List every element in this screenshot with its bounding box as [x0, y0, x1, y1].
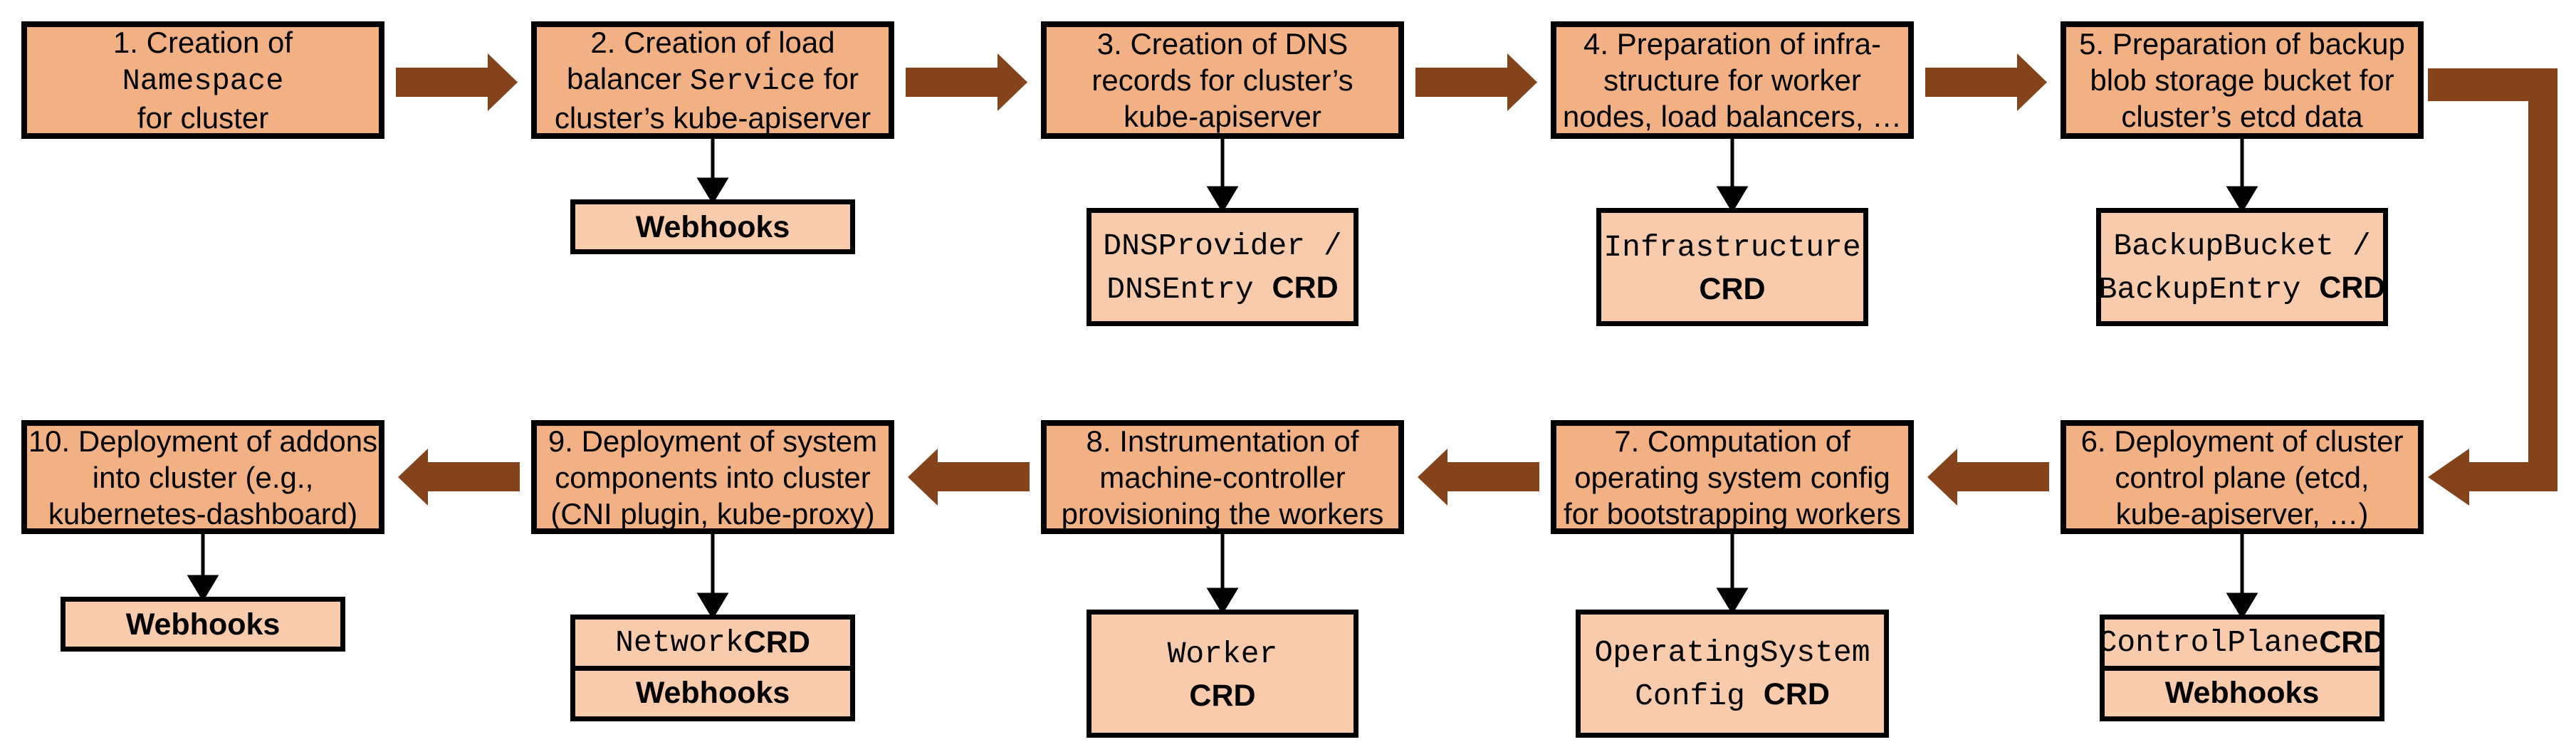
- flow-arrow-step4-step5: [1925, 53, 2047, 111]
- crd-label-line: OperatingSystem: [1594, 635, 1870, 670]
- crd-label-line: BackupBucket /: [2113, 229, 2371, 263]
- step-4-crd-box: Infrastructure CRD: [1596, 208, 1868, 326]
- crd-label-line: ControlPlane CRD: [2098, 625, 2386, 660]
- step-10-line-3: kubernetes-dashboard): [48, 496, 358, 531]
- flow-arrow-step6-step7: [1927, 449, 2049, 506]
- step-3-box: 3. Creation of DNS records for cluster’s…: [1041, 21, 1404, 139]
- step-5-line-1: 5. Preparation of backup: [2079, 27, 2405, 61]
- step-3-crd-box: DNSProvider / DNSEntry CRD: [1087, 208, 1358, 326]
- flow-arrow-step9-step10: [398, 449, 520, 506]
- step-10-webhooks-box: Webhooks: [61, 597, 345, 652]
- connector-step4-crd: [1716, 139, 1749, 213]
- flow-arrow-step8-step9: [908, 449, 1030, 506]
- step-5-line-3: cluster’s etcd data: [2121, 100, 2363, 133]
- step-4-line-3: nodes, load balancers, …: [1562, 100, 1902, 133]
- step-4-box: 4. Preparation of infra- structure for w…: [1551, 21, 1914, 139]
- step-7-box: 7. Computation of operating system confi…: [1551, 420, 1914, 534]
- step-6-line-3: kube-apiserver, …): [2115, 496, 2369, 531]
- step-9-crd-webhooks-box: Network CRD Webhooks: [570, 615, 855, 721]
- step-10-line-1: 10. Deployment of addons: [28, 424, 378, 458]
- step-9-line-2: components into cluster: [555, 460, 871, 494]
- crd-label-line: Worker: [1167, 636, 1278, 672]
- step-4-line-1: 4. Preparation of infra-: [1583, 27, 1881, 61]
- step-6-crd-webhooks-box: ControlPlane CRD Webhooks: [2098, 615, 2386, 721]
- step-1-line-2: Namespace: [122, 64, 284, 98]
- crd-label-line: Infrastructure: [1603, 229, 1861, 265]
- step-6-line-2: control plane (etcd,: [2115, 460, 2370, 494]
- step-6-line-1: 6. Deployment of cluster: [2080, 424, 2404, 458]
- crd-label-line: Config CRD: [1635, 677, 1830, 714]
- step-8-line-2: machine-controller: [1099, 460, 1346, 494]
- step-8-line-3: provisioning the workers: [1061, 496, 1384, 531]
- step-7-crd-box: OperatingSystem Config CRD: [1576, 610, 1889, 738]
- connector-step7-crd: [1716, 534, 1749, 615]
- step-6-box: 6. Deployment of cluster control plane (…: [2061, 420, 2424, 534]
- crd-label-line: CRD: [1189, 678, 1256, 713]
- step-9-line-3: (CNI plugin, kube-proxy): [550, 496, 875, 531]
- webhooks-label: Webhooks: [2105, 665, 2379, 717]
- connector-step5-crd: [2226, 139, 2258, 213]
- crd-label-line: DNSProvider /: [1103, 229, 1342, 263]
- step-9-line-1: 9. Deployment of system: [548, 424, 878, 458]
- step-2-line-1: 2. Creation of load: [590, 26, 835, 59]
- crd-label-line: Network CRD: [615, 625, 810, 660]
- step-3-line-3: kube-apiserver: [1124, 100, 1321, 133]
- step-8-crd-box: Worker CRD: [1087, 610, 1358, 738]
- connector-step3-crd: [1206, 139, 1239, 213]
- step-1-line-3: for cluster: [137, 101, 269, 135]
- flow-arrow-step7-step8: [1418, 449, 1539, 506]
- step-7-line-3: for bootstrapping workers: [1564, 496, 1901, 531]
- step-2-line-2: balancer Service for: [567, 62, 859, 98]
- flow-arrow-step2-step3: [906, 53, 1027, 111]
- step-5-crd-box: BackupBucket / BackupEntry CRD: [2096, 208, 2388, 326]
- connector-step6-crd: [2226, 533, 2258, 620]
- step-9-box: 9. Deployment of system components into …: [531, 420, 894, 534]
- crd-label-line: DNSEntry CRD: [1106, 271, 1339, 307]
- elbow-arrow-step5-step6: [2428, 68, 2557, 506]
- crd-label-line: CRD: [1699, 271, 1766, 306]
- flow-arrow-step3-step4: [1415, 53, 1537, 111]
- step-2-webhooks-box: Webhooks: [570, 199, 855, 254]
- step-2-line-3: cluster’s kube-apiserver: [554, 101, 871, 135]
- webhooks-label: Webhooks: [125, 607, 281, 642]
- step-10-box: 10. Deployment of addons into cluster (e…: [21, 420, 384, 534]
- crd-label-line: BackupEntry CRD: [2098, 271, 2386, 307]
- step-5-box: 5. Preparation of backup blob storage bu…: [2061, 21, 2424, 139]
- connector-step10-webhooks: [187, 533, 219, 602]
- step-1-line-1: 1. Creation of: [112, 26, 293, 59]
- step-3-line-1: 3. Creation of DNS: [1096, 27, 1349, 61]
- step-2-box: 2. Creation of load balancer Service for…: [531, 21, 894, 139]
- step-1-box: 1. Creation of Namespace for cluster: [21, 21, 384, 139]
- step-8-line-1: 8. Instrumentation of: [1086, 424, 1359, 458]
- step-10-line-2: into cluster (e.g.,: [92, 460, 314, 494]
- connector-step8-crd: [1206, 534, 1239, 615]
- step-3-line-2: records for cluster’s: [1091, 63, 1354, 97]
- connector-step9-crd: [696, 533, 729, 620]
- step-7-line-2: operating system config: [1574, 460, 1890, 494]
- step-8-box: 8. Instrumentation of machine-controller…: [1041, 420, 1404, 534]
- step-4-line-2: structure for worker: [1603, 63, 1861, 97]
- webhooks-label: Webhooks: [575, 665, 850, 717]
- webhooks-label: Webhooks: [635, 209, 790, 244]
- connector-step2-webhooks: [696, 139, 729, 204]
- flow-arrow-step1-step2: [396, 53, 518, 111]
- step-5-line-2: blob storage bucket for: [2090, 63, 2394, 97]
- step-7-line-1: 7. Computation of: [1614, 424, 1850, 458]
